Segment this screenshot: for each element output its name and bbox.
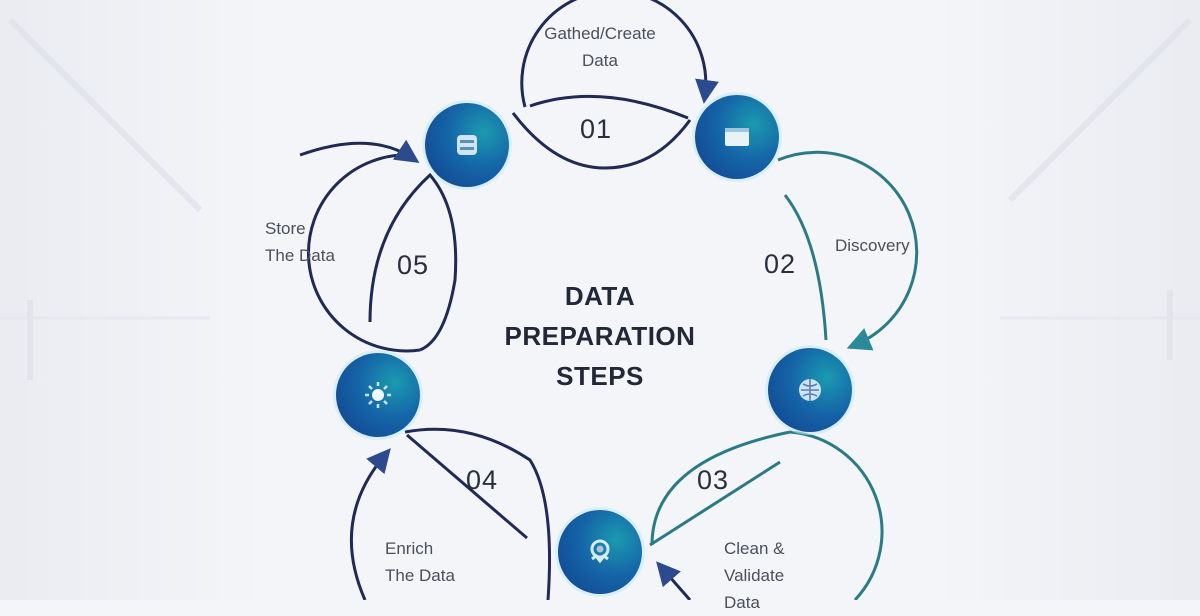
step-01-label-line-1: Gathed/Create [544,24,656,43]
step-03-label-line-2: Validate [724,566,785,585]
step-05-number: 05 [397,250,430,280]
step-05-label-line-1: Store [265,219,306,238]
step-03-ring [649,430,884,600]
step-03-number: 03 [697,465,730,495]
badge-check-icon [590,539,610,564]
step-03-label: Clean & Validate Data [724,535,784,616]
step-05-ring [299,139,458,353]
step-05-label: Store The Data [265,215,335,269]
globe-icon [799,379,821,401]
title-line-2: PREPARATION [504,321,696,351]
step-02-number: 02 [764,249,797,279]
cycle-diagram [299,0,919,600]
step-02-label-line-1: Discovery [835,236,910,255]
step-03-node [558,510,642,594]
background-decoration [0,17,1200,380]
step-04-node [336,353,420,437]
step-04-label-line-1: Enrich [385,539,434,558]
step-04-label-line-2: The Data [385,566,455,585]
step-04-label: Enrich The Data [385,535,455,589]
step-01-node [695,95,779,179]
browser-window-icon [725,128,749,146]
step-04-ring [349,427,552,600]
database-icon [457,135,477,155]
step-01-ring [511,0,719,170]
step-05-node [425,103,509,187]
step-05-label-line-2: The Data [265,246,335,265]
step-02-node [768,348,852,432]
step-01-label: Gathed/Create Data [519,20,681,74]
step-04-number: 04 [466,465,499,495]
diagram-title: DATA PREPARATION STEPS [470,276,730,396]
step-03-label-line-3: Data [724,593,760,612]
step-02-label: Discovery [835,232,910,259]
lightbulb-icon [365,382,391,408]
background [0,0,1200,600]
title-line-3: STEPS [556,361,644,391]
step-03-label-line-1: Clean & [724,539,785,558]
step-01-label-line-2: Data [582,51,618,70]
step-01-number: 01 [580,114,613,144]
title-line-1: DATA [564,281,636,311]
step-02-ring [777,150,919,351]
